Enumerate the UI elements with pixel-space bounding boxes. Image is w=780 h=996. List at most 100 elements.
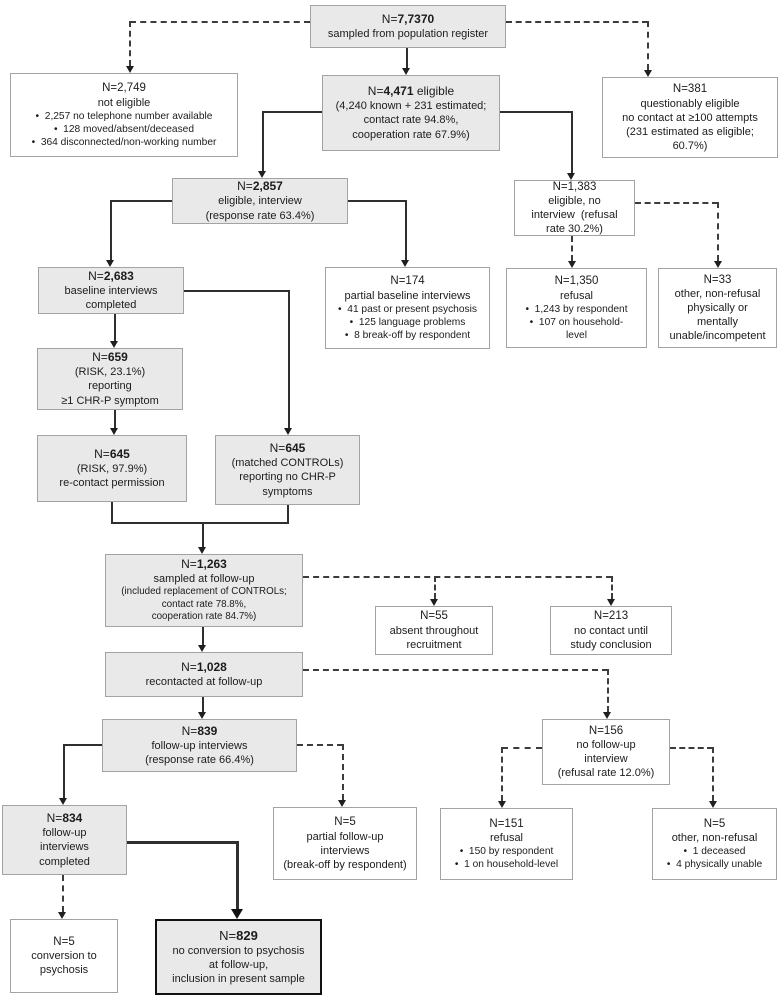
connector-line bbox=[184, 290, 290, 292]
n-prefix: N= bbox=[554, 275, 570, 288]
connector-dashed bbox=[670, 747, 713, 749]
n-value: 174 bbox=[405, 275, 425, 288]
text-line: psychosis bbox=[39, 964, 89, 977]
connector-line bbox=[500, 111, 573, 113]
n-suffix: eligible bbox=[413, 84, 455, 99]
text-line: • 128 moved/absent/deceased bbox=[53, 123, 195, 135]
connector-line bbox=[405, 200, 407, 260]
arrow-to-final-sample bbox=[231, 909, 243, 919]
text-line: • 150 by respondent bbox=[459, 846, 554, 858]
n-value: 213 bbox=[608, 610, 629, 623]
arrow-to-no-interview bbox=[567, 173, 575, 180]
connector-line bbox=[202, 522, 204, 547]
text-line: contact rate 78.8%, bbox=[161, 598, 247, 610]
text-line: inclusion in present sample bbox=[172, 973, 305, 986]
box-risk-recontact: N=645 (RISK, 97.9%)re-contact permission bbox=[37, 435, 187, 502]
arrow-to-not-eligible bbox=[126, 66, 134, 73]
box-text-lines: (RISK, 97.9%) re-contact permission bbox=[59, 462, 164, 490]
text-line: re-contact permission bbox=[59, 477, 165, 489]
connector-line bbox=[288, 290, 290, 428]
connector-line bbox=[127, 841, 239, 844]
box-text-lines: sampled from population register bbox=[328, 27, 488, 41]
n-prefix: N= bbox=[420, 610, 436, 623]
n-prefix: N= bbox=[552, 180, 568, 193]
text-line: • 8 break-off by respondent bbox=[344, 329, 471, 341]
n-value: 33 bbox=[718, 273, 732, 286]
n-line: N=5 bbox=[53, 935, 74, 949]
n-line: N=381 bbox=[673, 82, 707, 96]
n-line: N=55 bbox=[420, 609, 448, 623]
n-prefix: N= bbox=[46, 811, 63, 826]
box-recontacted-followup: N=1,028 recontacted at follow-up bbox=[105, 652, 303, 697]
connector-line bbox=[110, 200, 172, 202]
n-line: N=4,471 eligible bbox=[368, 84, 454, 99]
n-line: N=2,749 bbox=[102, 81, 146, 95]
text-line: partial baseline interviews bbox=[344, 289, 471, 302]
text-line: • 1 on household-level bbox=[454, 859, 559, 871]
text-line: rate 30.2%) bbox=[546, 223, 603, 236]
box-text-lines: other, non-refusal• 1 deceased• 4 physic… bbox=[667, 831, 762, 871]
text-line: (included replacement of CONTROLs; bbox=[121, 586, 287, 598]
arrow-to-risk-645 bbox=[110, 428, 118, 435]
box-text-lines: not eligible• 2,257 no telephone number … bbox=[32, 96, 217, 149]
text-line: interview (refusal bbox=[531, 209, 618, 222]
box-followup-refusal: N=151 refusal• 150 by respondent• 1 on h… bbox=[440, 808, 573, 880]
arrow-to-baseline-other bbox=[714, 261, 722, 268]
connector-dashed bbox=[712, 747, 714, 801]
arrow-to-sampled-followup bbox=[198, 547, 206, 554]
n-value: 2,857 bbox=[252, 179, 283, 194]
text-line: sampled at follow-up bbox=[153, 573, 255, 586]
n-prefix: N= bbox=[269, 441, 286, 456]
connector-dashed bbox=[62, 875, 64, 912]
n-prefix: N= bbox=[181, 659, 197, 674]
n-value: 5 bbox=[349, 816, 356, 829]
connector-dashed bbox=[342, 744, 344, 800]
n-prefix: N= bbox=[334, 816, 350, 829]
n-prefix: N= bbox=[53, 935, 69, 948]
arrow-to-eligible-interview bbox=[258, 171, 266, 178]
text-line: at follow-up, bbox=[208, 959, 269, 972]
text-line: cooperation rate 84.7%) bbox=[151, 611, 257, 623]
n-line: N=33 bbox=[704, 273, 732, 287]
text-line: questionably eligible bbox=[640, 97, 740, 110]
connector-dashed bbox=[571, 236, 573, 261]
text-line: other, non-refusal bbox=[671, 832, 758, 845]
box-text-lines: refusal• 150 by respondent• 1 on househo… bbox=[455, 831, 558, 871]
text-line: not eligible bbox=[97, 96, 151, 109]
n-prefix: N= bbox=[703, 817, 719, 830]
box-baseline-refusal: N=1,350 refusal• 1,243 by respondent• 10… bbox=[506, 268, 647, 348]
connector-dashed bbox=[647, 21, 649, 70]
n-value: 381 bbox=[687, 83, 708, 96]
text-line: 60.7%) bbox=[672, 139, 708, 152]
text-line: (matched CONTROLs) bbox=[231, 457, 344, 470]
text-line: (RISK, 97.9%) bbox=[76, 462, 148, 475]
n-prefix: N= bbox=[102, 82, 118, 95]
n-prefix: N= bbox=[88, 268, 104, 283]
box-not-eligible: N=2,749 not eligible• 2,257 no telephone… bbox=[10, 73, 238, 157]
connector-line bbox=[202, 697, 204, 712]
text-line: (break-off by respondent) bbox=[283, 858, 407, 871]
box-text-lines: (4,240 known + 231 estimated;contact rat… bbox=[336, 99, 487, 141]
n-prefix: N= bbox=[593, 610, 609, 623]
box-matched-controls: N=645 (matched CONTROLs)reporting no CHR… bbox=[215, 435, 360, 505]
connector-dashed bbox=[129, 21, 131, 66]
n-value: 5 bbox=[718, 817, 726, 830]
box-text-lines: recontacted at follow-up bbox=[146, 675, 263, 689]
connector-line bbox=[571, 111, 573, 173]
text-line: eligible, no bbox=[548, 195, 601, 208]
n-prefix: N= bbox=[237, 179, 253, 194]
box-text-lines: follow-up interviews(response rate 66.4%… bbox=[145, 739, 254, 767]
n-prefix: N= bbox=[672, 83, 688, 96]
text-line: partial follow-up bbox=[306, 830, 384, 843]
connector-line bbox=[406, 48, 408, 68]
connector-line bbox=[110, 200, 112, 260]
